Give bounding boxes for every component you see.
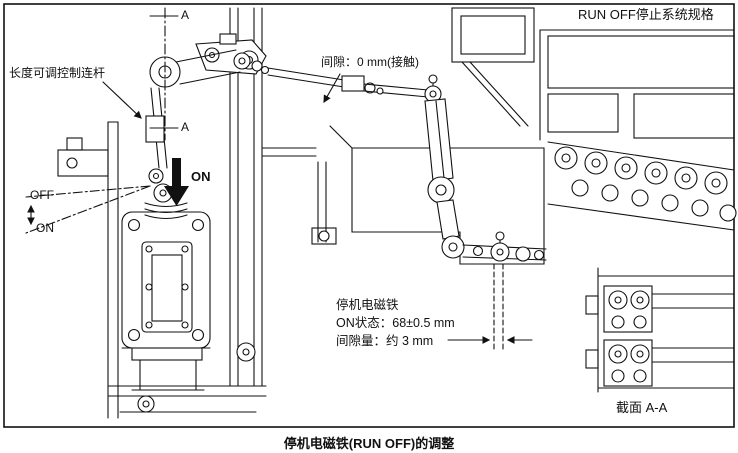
lever-travel-lines: [25, 185, 151, 234]
clearance-label-leader: [323, 73, 341, 104]
figure-caption: 停机电磁铁(RUN OFF)的调整: [283, 436, 455, 451]
spec-title: RUN OFF停止系统规格: [578, 7, 714, 22]
gap-dimension: [447, 263, 533, 353]
clearance-label: 间隙：0 mm(接触): [320, 55, 420, 70]
section-view-label: 截面 A-A: [616, 400, 668, 415]
engine-block: [451, 7, 735, 231]
on-direction-arrow: [164, 158, 189, 206]
control-rod: [267, 67, 429, 98]
lever-on-label: ON: [36, 221, 54, 235]
section-mark-top: A: [181, 8, 190, 22]
center-channel: [229, 7, 263, 387]
stop-lever-link: [424, 74, 547, 262]
technical-drawing: RUN OFF停止系统规格 A A 长度可调控制连杆 间隙：0 mm(接触) O…: [3, 3, 737, 428]
solenoid-note-gap: 间隙量：约 3 mm: [336, 334, 434, 348]
solenoid-note-title: 停机电磁铁: [336, 298, 399, 312]
solenoid-note-on-state: ON状态：68±0.5 mm: [336, 316, 455, 330]
bellcrank-lever: [149, 49, 270, 88]
lever-off-label: OFF: [30, 188, 54, 202]
stop-solenoid: [121, 183, 211, 391]
drawing-canvas: [3, 3, 737, 428]
section-mark-bottom: A: [181, 120, 190, 134]
link-label-leader: [102, 81, 142, 119]
section-aa-view: [585, 267, 735, 393]
pump-housing: [261, 125, 545, 265]
adjustable-link-label: 长度可调控制连杆: [8, 66, 107, 81]
section-line-a: [149, 7, 179, 141]
cylinder-bosses: [554, 146, 737, 222]
left-frame: [57, 121, 267, 419]
arrow-on-label: ON: [191, 169, 211, 184]
